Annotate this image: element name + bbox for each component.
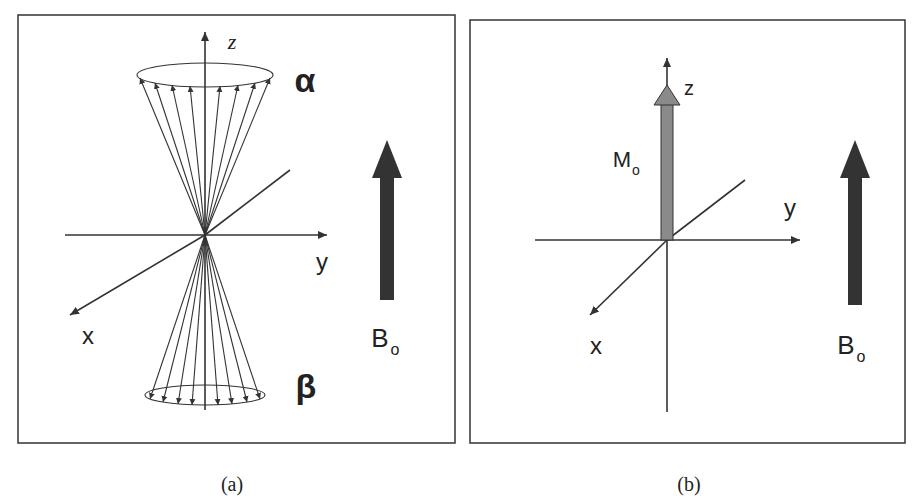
subscript-label: o	[391, 342, 400, 358]
subscript-label: o	[857, 349, 866, 365]
magnetization-vector	[661, 102, 673, 240]
magnetization-vector	[654, 85, 680, 105]
axis-label: y	[784, 196, 796, 220]
axis-label: z	[684, 78, 694, 98]
axis-label: z	[228, 31, 237, 53]
panel-caption: (a)	[221, 474, 243, 494]
panel-frame	[470, 20, 905, 443]
panel-caption: (b)	[677, 474, 700, 494]
axis-label: x	[82, 324, 94, 348]
subscript-label: o	[632, 163, 640, 177]
field-label: B	[837, 332, 854, 358]
spin-state-label: β	[296, 369, 317, 403]
axis-label: x	[590, 334, 602, 358]
axis-label: y	[316, 250, 328, 274]
field-arrow	[380, 175, 394, 300]
field-arrow	[848, 175, 862, 305]
field-arrow	[372, 140, 402, 178]
field-label: B	[371, 325, 388, 351]
spin-state-label: α	[295, 63, 316, 97]
panel-frame	[18, 15, 455, 443]
vector-label: M	[613, 149, 631, 171]
field-arrow	[840, 140, 870, 178]
